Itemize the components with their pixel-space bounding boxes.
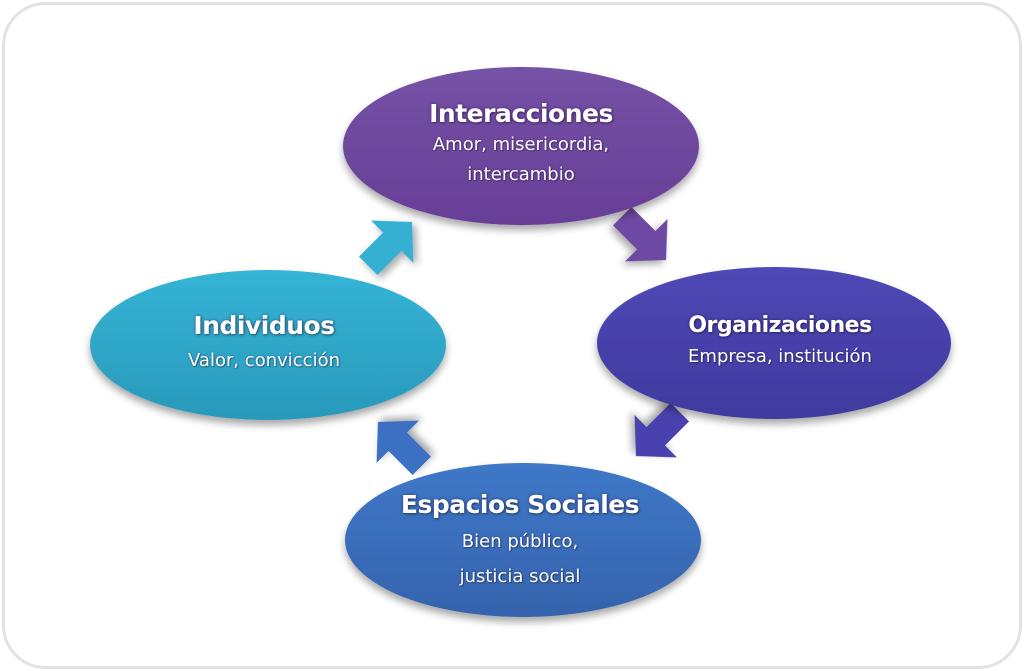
node-subtitle-line: Valor, convicción — [188, 350, 340, 371]
node-individuos: Individuos Valor, convicción — [188, 306, 340, 376]
node-subtitle-line: Amor, misericordia, — [432, 134, 610, 155]
node-title: Organizaciones — [688, 313, 872, 338]
arrow-organizaciones-to-espacios — [634, 403, 689, 458]
arrow-down-left-icon — [634, 403, 689, 458]
node-organizaciones-shape — [597, 267, 951, 419]
arrow-down-right-icon — [613, 207, 668, 262]
node-subtitle-line: Bien público, — [461, 531, 579, 552]
node-title: Individuos — [193, 311, 335, 340]
arrow-espacios-to-individuos — [376, 420, 431, 475]
arrow-up-right-icon — [359, 220, 414, 275]
node-individuos-shape — [90, 270, 446, 420]
node-subtitle-line: justicia social — [459, 566, 581, 587]
node-title: Espacios Sociales — [400, 490, 640, 519]
node-organizaciones: Organizaciones Empresa, institución — [688, 310, 872, 372]
node-title: Interacciones — [429, 99, 613, 128]
node-interacciones-shape — [343, 67, 699, 225]
arrow-interacciones-to-organizaciones — [613, 207, 668, 262]
node-espacios-sociales-shape — [345, 463, 701, 617]
node-espacios-sociales: Espacios Sociales Bien público, justicia… — [400, 487, 640, 593]
node-subtitle-line: Empresa, institución — [688, 346, 872, 367]
arrow-up-left-icon — [376, 420, 431, 475]
node-subtitle-line: intercambio — [467, 164, 575, 185]
arrow-individuos-to-interacciones — [359, 220, 414, 275]
node-interacciones: Interacciones Amor, misericordia, interc… — [429, 98, 613, 190]
